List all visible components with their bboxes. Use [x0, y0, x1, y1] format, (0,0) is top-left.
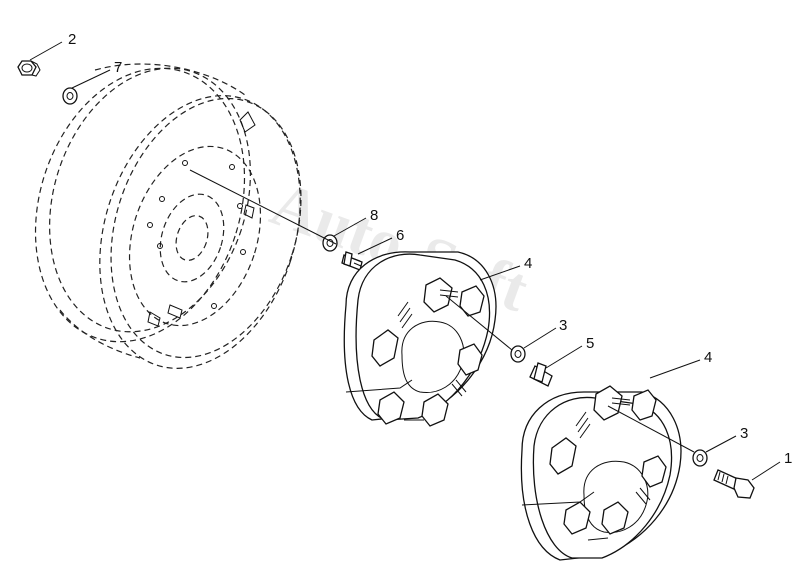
label-part-4b: 4: [704, 349, 712, 366]
label-part-3a: 3: [559, 317, 567, 334]
washer-part-3b: [692, 449, 708, 467]
label-part-7: 7: [114, 59, 122, 76]
label-part-1: 1: [784, 450, 792, 467]
leader-lines: [29, 41, 781, 481]
label-part-4a: 4: [524, 255, 532, 272]
label-part-3b: 3: [740, 425, 748, 442]
bolt-part-1: [713, 469, 755, 499]
wheel-weight-part-4b: [520, 385, 682, 561]
stud-part-5: [529, 362, 553, 387]
stud-part-6: [341, 251, 363, 271]
wheel-weight-part-4a: [343, 251, 497, 427]
label-part-6: 6: [396, 227, 404, 244]
label-part-5: 5: [586, 335, 594, 352]
washer-part-7: [62, 87, 78, 105]
nut-part-2: [17, 60, 41, 77]
label-part-2: 2: [68, 31, 76, 48]
washer-part-3a: [510, 345, 526, 363]
label-part-8: 8: [370, 207, 378, 224]
